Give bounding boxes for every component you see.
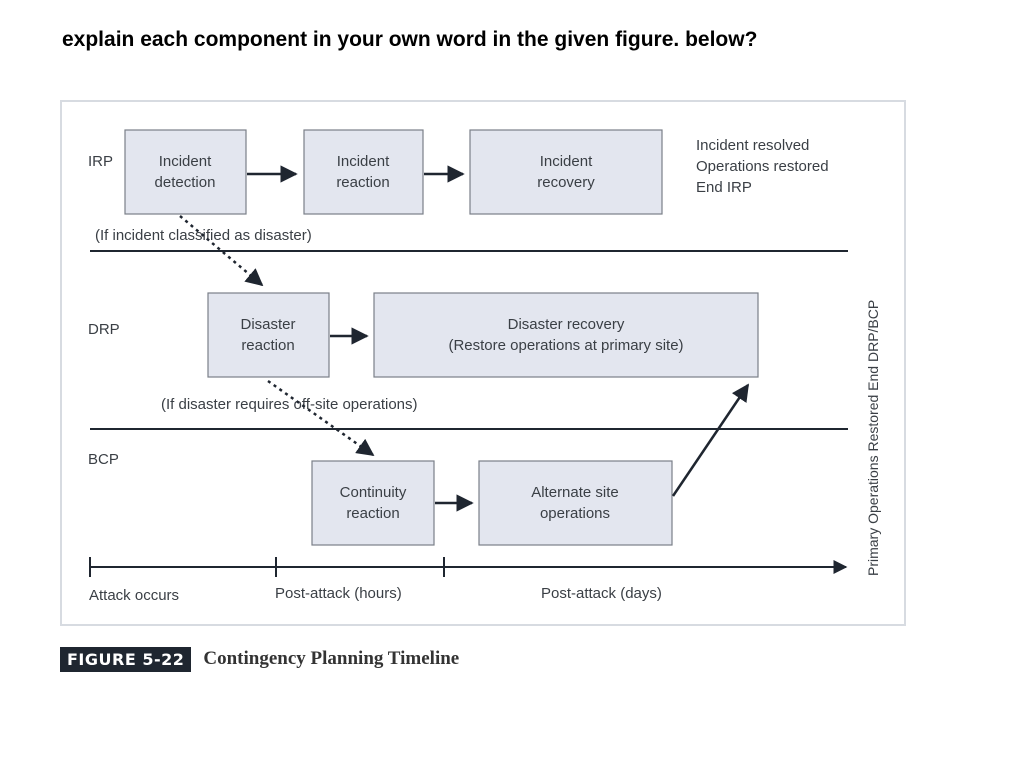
alternate-site-line2: operations (540, 505, 610, 522)
disaster-recovery-box (373, 292, 759, 378)
continuity-reaction-box (311, 460, 435, 546)
disaster-recovery-line2: (Restore operations at primary site) (448, 337, 683, 354)
incident-reaction-box (303, 129, 424, 215)
incident-reaction-line2: reaction (336, 174, 389, 191)
lane-label-bcp: BCP (88, 451, 119, 468)
irp-end-note-line1: Incident resolved (696, 137, 809, 154)
alternate-site-operations-box (478, 460, 673, 546)
disaster-reaction-box (207, 292, 330, 378)
dotted-arrow-to-continuity-reaction (267, 379, 375, 457)
incident-detection-line2: detection (155, 174, 216, 191)
incident-recovery-line1: Incident (540, 153, 593, 170)
figure-caption: FIGURE 5-22 Contingency Planning Timelin… (60, 645, 459, 673)
primary-operations-restored-label: Primary Operations Restored End DRP/BCP (865, 300, 881, 576)
irp-end-note-line3: End IRP (696, 179, 752, 196)
continuity-reaction-line2: reaction (346, 505, 399, 522)
figure-number: FIGURE 5-22 (60, 646, 192, 672)
timeline-label-attack-occurs: Attack occurs (89, 587, 179, 604)
incident-detection-line1: Incident (159, 153, 212, 170)
alternate-site-line1: Alternate site (531, 484, 619, 501)
timeline-label-post-attack-hours: Post-attack (hours) (275, 585, 402, 602)
incident-detection-box (124, 129, 247, 215)
disaster-reaction-line2: reaction (241, 337, 294, 354)
disaster-reaction-line1: Disaster (240, 316, 295, 333)
irp-end-note-line2: Operations restored (696, 158, 829, 175)
incident-recovery-box (469, 129, 663, 215)
arrow-alternate-to-disaster-recovery (671, 383, 750, 497)
lane-label-drp: DRP (88, 321, 120, 338)
lane-label-irp: IRP (88, 153, 113, 170)
if-offsite-note: (If disaster requires off-site operation… (161, 396, 418, 413)
continuity-reaction-line1: Continuity (340, 484, 407, 501)
figure-title: Contingency Planning Timeline (203, 648, 460, 669)
incident-reaction-line1: Incident (337, 153, 390, 170)
question-text: explain each component in your own word … (62, 28, 758, 51)
disaster-recovery-line1: Disaster recovery (508, 316, 625, 333)
incident-recovery-line2: recovery (537, 174, 595, 191)
timeline-label-post-attack-days: Post-attack (days) (541, 585, 662, 602)
